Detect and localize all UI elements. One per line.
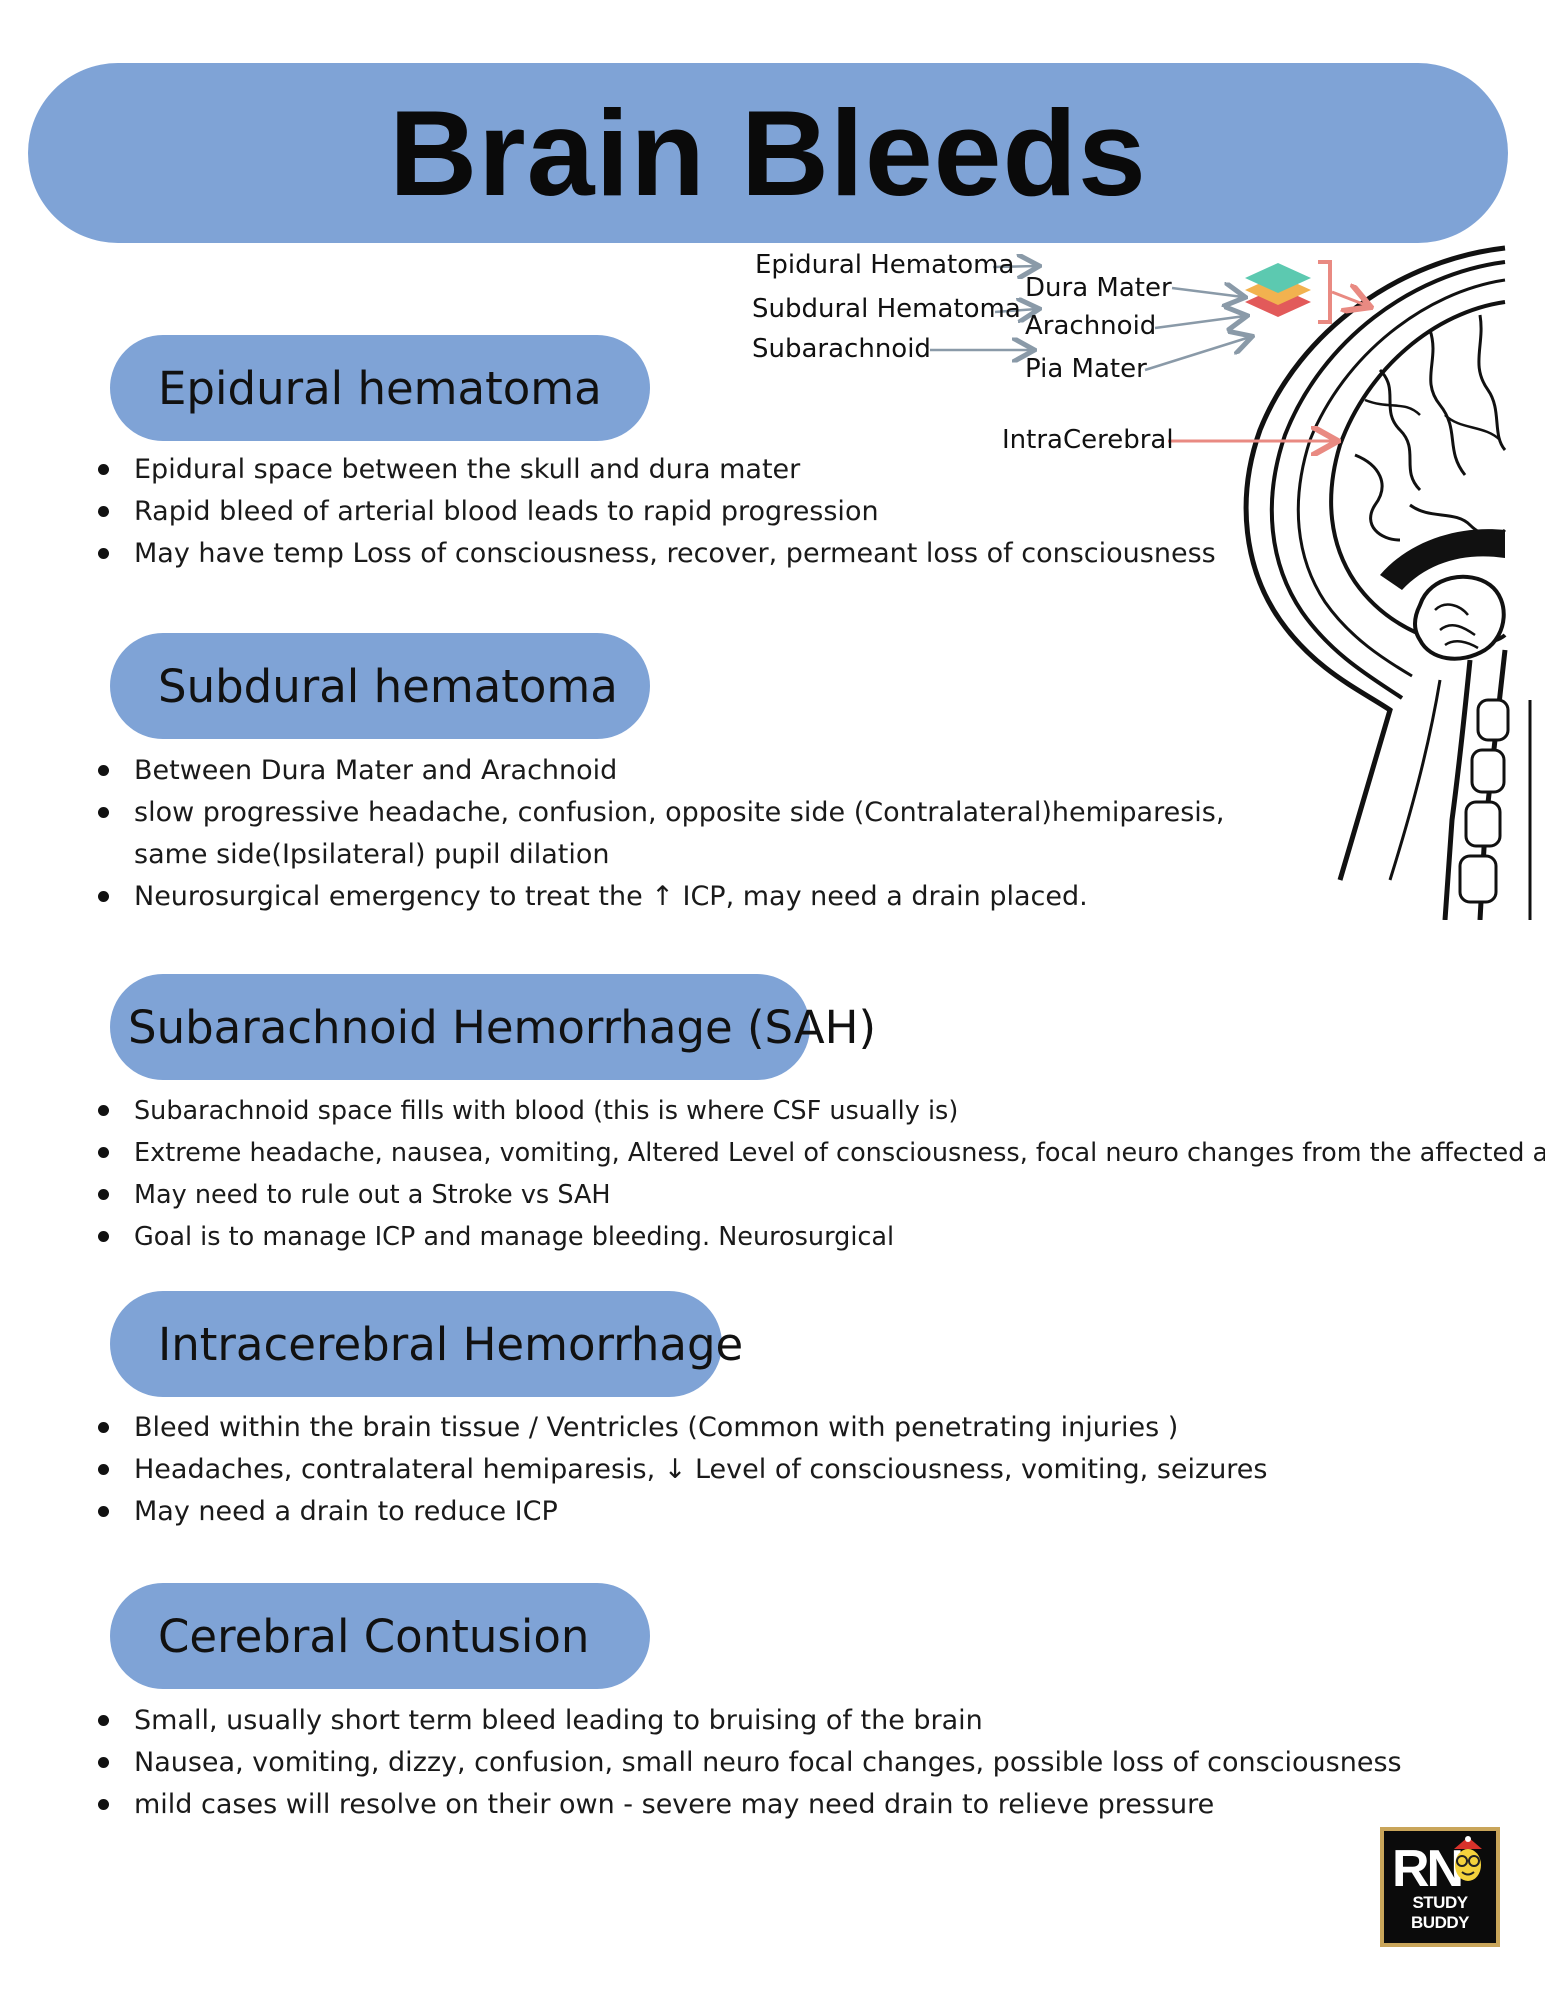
section-heading-epidural: Epidural hematoma bbox=[110, 335, 650, 441]
label-intracerebral: IntraCerebral bbox=[1002, 425, 1174, 455]
list-item: slow progressive headache, confusion, op… bbox=[98, 792, 1244, 876]
list-item: mild cases will resolve on their own - s… bbox=[98, 1784, 1402, 1826]
label-pia-mater: Pia Mater bbox=[1025, 354, 1147, 384]
label-subdural-hematoma: Subdural Hematoma bbox=[752, 294, 1021, 324]
list-item: Extreme headache, nausea, vomiting, Alte… bbox=[98, 1132, 1545, 1174]
list-item: Nausea, vomiting, dizzy, confusion, smal… bbox=[98, 1742, 1402, 1784]
label-subarachnoid: Subarachnoid bbox=[752, 334, 931, 364]
label-epidural-hematoma: Epidural Hematoma bbox=[755, 250, 1015, 280]
list-item: Subarachnoid space fills with blood (thi… bbox=[98, 1090, 1545, 1132]
label-arachnoid: Arachnoid bbox=[1025, 311, 1157, 341]
page-title: Brain Bleeds bbox=[389, 85, 1147, 221]
bullet-list-contusion: Small, usually short term bleed leading … bbox=[98, 1700, 1402, 1826]
list-item: Rapid bleed of arterial blood leads to r… bbox=[98, 491, 1216, 533]
section-title: Cerebral Contusion bbox=[158, 1609, 590, 1663]
logo-rn-text: RN bbox=[1392, 1840, 1464, 1898]
bullet-list-epidural: Epidural space between the skull and dur… bbox=[98, 449, 1216, 575]
list-item: Neurosurgical emergency to treat the ↑ I… bbox=[98, 876, 1244, 918]
section-heading-sah: Subarachnoid Hemorrhage (SAH) bbox=[110, 974, 876, 1080]
section-title: Intracerebral Hemorrhage bbox=[158, 1317, 744, 1371]
list-item: Small, usually short term bleed leading … bbox=[98, 1700, 1402, 1742]
list-item: Bleed within the brain tissue / Ventricl… bbox=[98, 1407, 1268, 1449]
section-title: Subdural hematoma bbox=[158, 659, 618, 713]
list-item: Headaches, contralateral hemiparesis, ↓ … bbox=[98, 1449, 1268, 1491]
rn-study-buddy-logo: RN STUDY BUDDY bbox=[1380, 1827, 1500, 1947]
list-item: Between Dura Mater and Arachnoid bbox=[98, 750, 1244, 792]
list-item: Epidural space between the skull and dur… bbox=[98, 449, 1216, 491]
bullet-list-intracerebral: Bleed within the brain tissue / Ventricl… bbox=[98, 1407, 1268, 1533]
head-sagittal-illustration bbox=[930, 245, 1532, 920]
mascot-icon bbox=[1454, 1836, 1482, 1881]
bullet-list-sah: Subarachnoid space fills with blood (thi… bbox=[98, 1090, 1545, 1258]
bullet-list-subdural: Between Dura Mater and Arachnoid slow pr… bbox=[98, 750, 1244, 918]
logo-study-buddy-text: STUDY BUDDY bbox=[1411, 1893, 1469, 1932]
list-item: Goal is to manage ICP and manage bleedin… bbox=[98, 1216, 1545, 1258]
list-item: May need to rule out a Stroke vs SAH bbox=[98, 1174, 1545, 1216]
section-title: Subarachnoid Hemorrhage (SAH) bbox=[128, 1000, 877, 1054]
label-dura-mater: Dura Mater bbox=[1025, 273, 1172, 303]
section-title: Epidural hematoma bbox=[158, 361, 602, 415]
list-item: May have temp Loss of consciousness, rec… bbox=[98, 533, 1216, 575]
title-banner: Brain Bleeds bbox=[28, 63, 1508, 243]
meninges-diagram: Epidural Hematoma Subdural Hematoma Suba… bbox=[740, 240, 1545, 920]
section-heading-subdural: Subdural hematoma bbox=[110, 633, 650, 739]
section-heading-contusion: Cerebral Contusion bbox=[110, 1583, 650, 1689]
list-item: May need a drain to reduce ICP bbox=[98, 1491, 1268, 1533]
section-heading-intracerebral: Intracerebral Hemorrhage bbox=[110, 1291, 743, 1397]
